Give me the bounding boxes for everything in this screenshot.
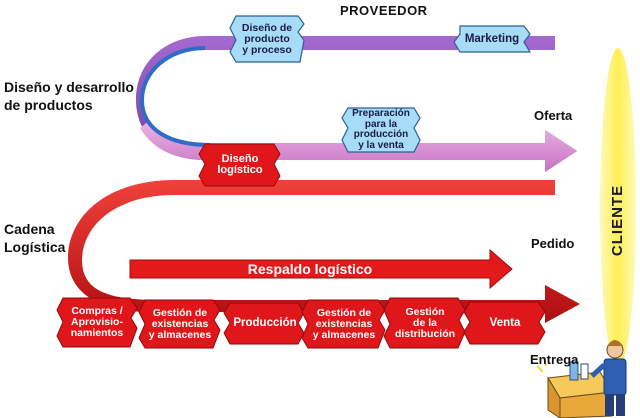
oferta-label: Oferta [534,108,573,123]
tag-diseno-logistico [198,143,281,187]
blue-loop-edge [139,46,211,147]
diseno-desarrollo-label: Diseño y desarrollo de productos [4,79,134,113]
cliente-label: CLIENTE [598,70,638,370]
tag-diseno-logistico-text: Diseño logístico [217,153,263,176]
chain-step-existencias-1 [138,299,221,349]
pedido-label: Pedido [531,236,575,251]
chain-step-distribucion-text: Gestión de la distribución [394,305,456,340]
cadena-logistica-label: Cadena Logística [4,221,66,255]
tag-diseno-producto [229,15,305,63]
chain-step-existencias-2-text: Gestión de existencias y almacenes [312,306,376,341]
entrega-label: Entrega [530,352,579,367]
chain-step-compras-text: Compras / Aprovisio- namientos [70,305,124,339]
chain-step-existencias-2 [301,299,386,349]
cliente-text: CLIENTE [609,184,627,256]
chain-step-compras [56,297,138,348]
delivery-box-icon [536,357,613,418]
tag-marketing [453,25,532,53]
proveedor-label: PROVEEDOR [340,3,428,18]
tag-preparacion [341,107,421,153]
respaldo-logistico-text: Respaldo logístico [247,261,373,277]
chain-steps [56,297,546,349]
chain-step-produccion-text: Producción [233,317,297,329]
chain-step-venta-text: Venta [489,316,521,329]
person-icon [590,340,627,416]
tag-preparacion-text: Preparación para la producción y la vent… [352,108,410,151]
chain-step-venta [463,301,546,345]
respaldo-arrow [129,248,513,290]
tag-diseno-producto-text: Diseño de producto y proceso [241,21,293,56]
chain-step-produccion [223,302,305,345]
chain-step-distribucion [383,297,466,349]
tag-marketing-text: Marketing [464,32,520,45]
chain-step-existencias-1-text: Gestión de existencias y almacenes [148,306,212,341]
cliente-beam [600,48,636,368]
